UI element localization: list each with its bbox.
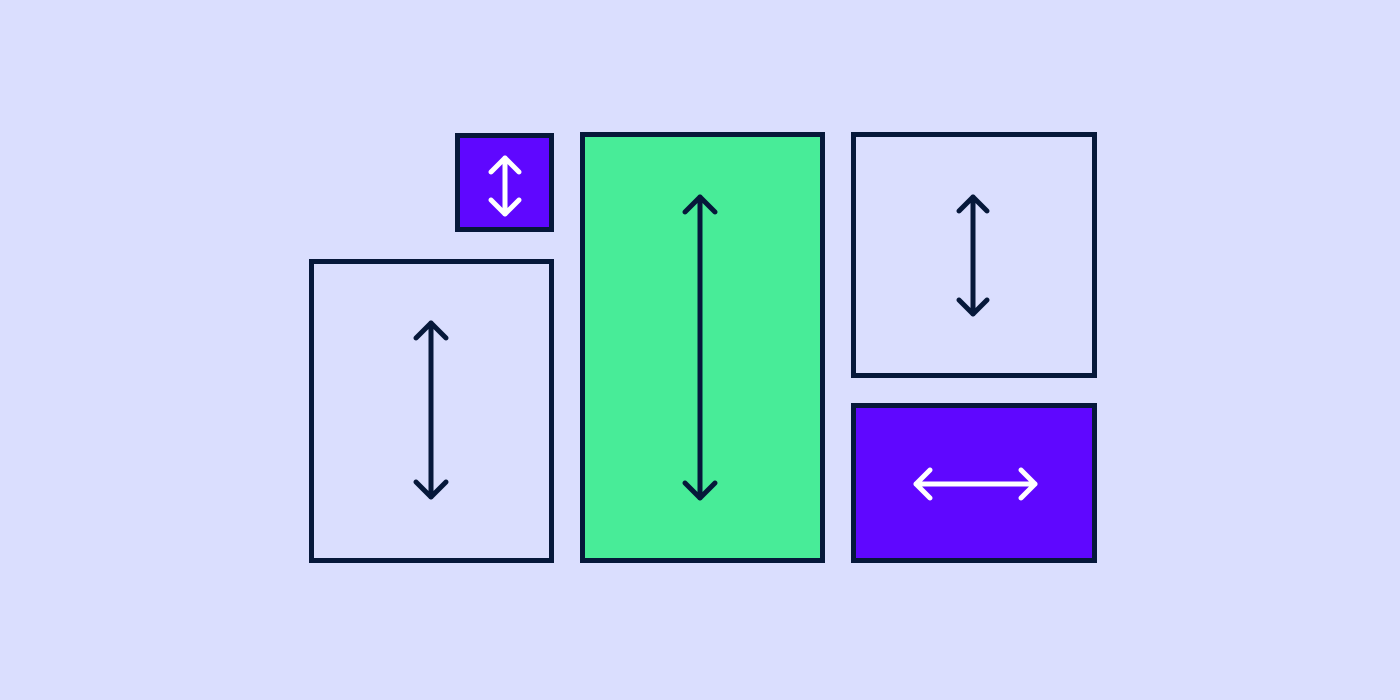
vertical-arrow-icon (488, 155, 522, 217)
vertical-arrow-icon (956, 194, 990, 317)
top-right-box (851, 132, 1097, 378)
vertical-arrow-icon (413, 320, 449, 500)
small-purple-box (455, 133, 554, 232)
center-green-box (580, 132, 825, 563)
vertical-arrow-icon (682, 194, 718, 501)
left-tall-box (309, 259, 554, 563)
bottom-right-purple-box (851, 403, 1097, 563)
horizontal-arrow-icon (913, 467, 1038, 501)
